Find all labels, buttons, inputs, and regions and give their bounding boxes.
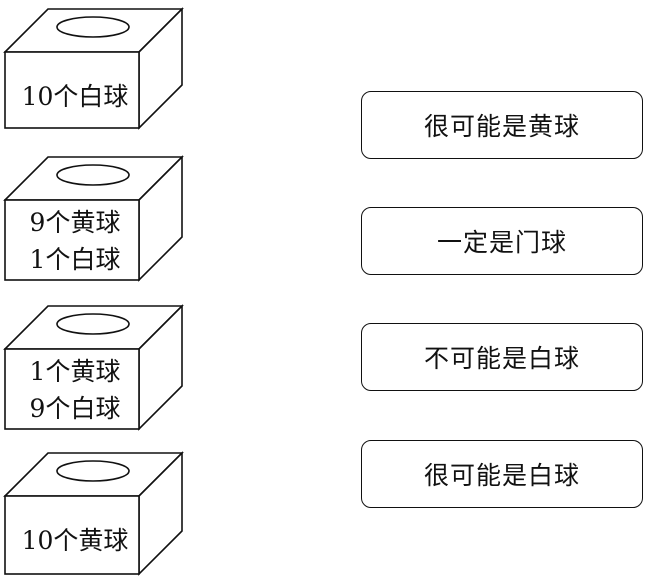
option-3[interactable]: 不可能是白球 (361, 323, 643, 391)
box-3-label-line-2: 9个白球 (29, 394, 121, 423)
option-2[interactable]: 一定是门球 (361, 207, 643, 275)
box-3-drawing (3, 304, 184, 431)
box-3: 1个黄球 9个白球 (0, 302, 190, 437)
option-2-text: 一定是门球 (436, 228, 567, 257)
option-1-text: 很可能是黄球 (423, 112, 580, 141)
box-4-drawing (3, 451, 184, 576)
box-3-label-line-1: 1个黄球 (29, 357, 121, 386)
box-2-label-line-2: 1个白球 (29, 245, 121, 274)
box-1-drawing (3, 7, 184, 130)
box-1-opening (56, 16, 130, 38)
box-3-opening (56, 313, 130, 335)
option-4-text: 很可能是白球 (423, 461, 580, 490)
box-2-opening (56, 164, 130, 186)
box-2-label-line-1: 9个黄球 (29, 208, 121, 237)
box-4-label: 10个黄球 (21, 526, 129, 555)
box-4-opening (56, 460, 130, 482)
option-4[interactable]: 很可能是白球 (361, 440, 643, 508)
box-1-label: 10个白球 (21, 82, 129, 111)
box-2: 9个黄球 1个白球 (0, 153, 190, 288)
box-4: 10个黄球 (0, 449, 190, 584)
box-2-drawing (3, 155, 184, 282)
box-1: 10个白球 (0, 5, 190, 140)
option-3-text: 不可能是白球 (423, 344, 580, 373)
option-1[interactable]: 很可能是黄球 (361, 91, 643, 159)
